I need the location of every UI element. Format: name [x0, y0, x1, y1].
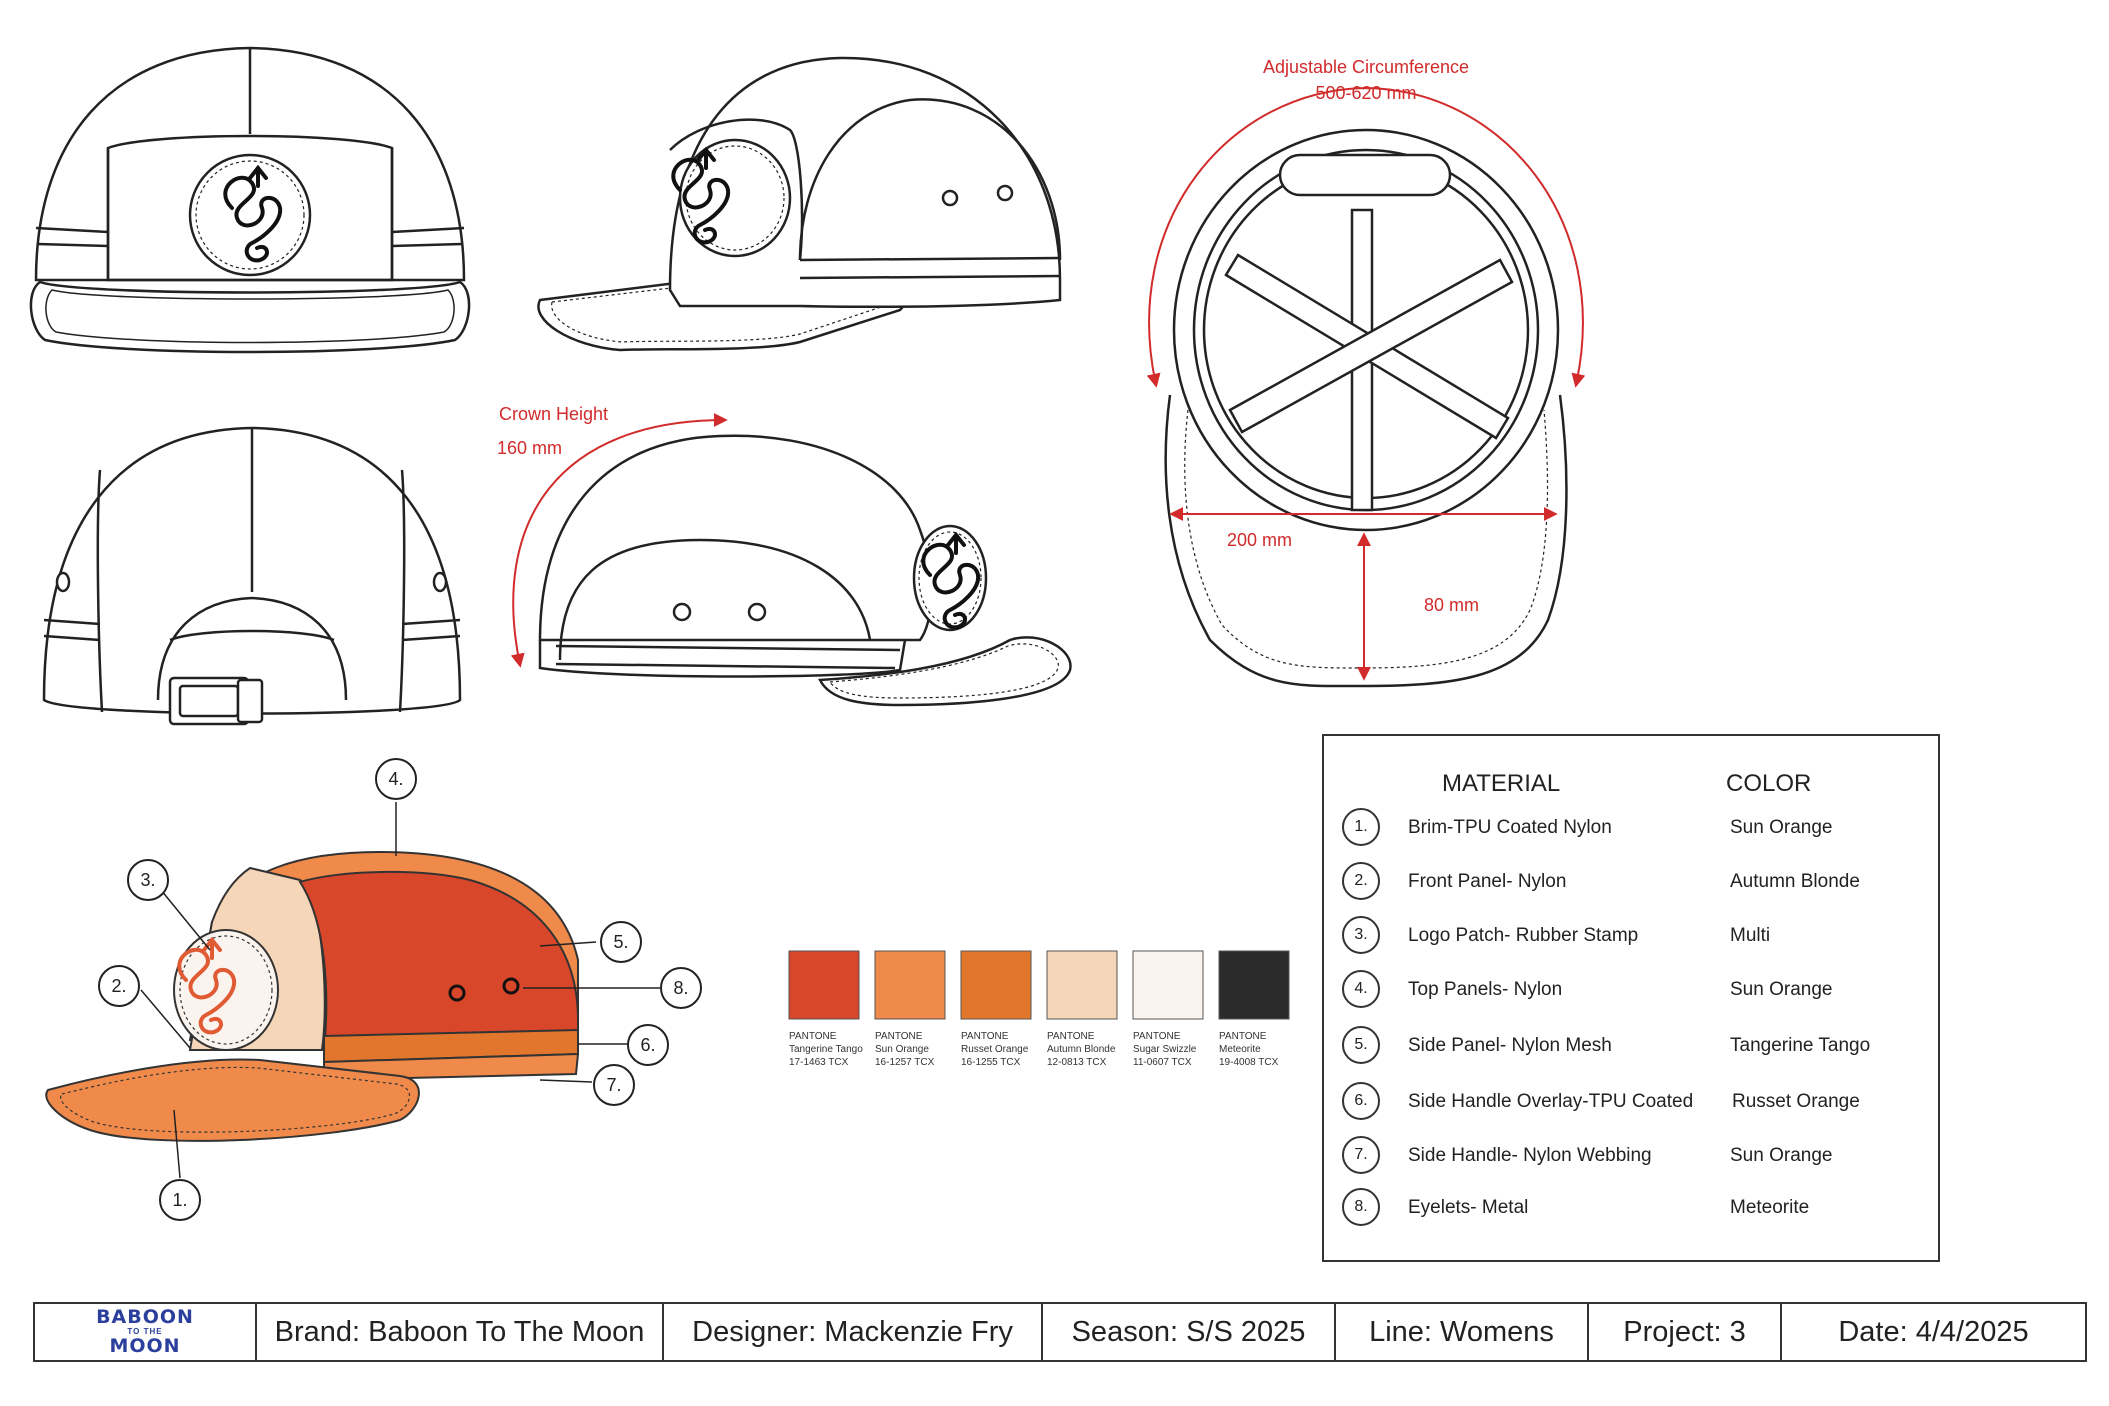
title-block: BABOON TO THE MOON Brand: Baboon To The … — [33, 1302, 2087, 1362]
swatch-color — [788, 950, 860, 1020]
callout-lines — [140, 802, 660, 1179]
material-header: MATERIAL — [1442, 770, 1561, 797]
circumference-value: 500-620 mm — [1315, 83, 1416, 103]
svg-text:3.: 3. — [140, 870, 155, 890]
front-view-cap — [29, 46, 471, 354]
swatch-code: 12-0813 TCX — [1047, 1057, 1107, 1068]
callout-8: 8. — [660, 967, 702, 1009]
crown-height-title: Crown Height — [499, 404, 608, 424]
brand-field: Brand: Baboon To The Moon — [255, 1304, 662, 1360]
swatch-code: 16-1255 TCX — [961, 1057, 1021, 1068]
width-value: 200 mm — [1227, 530, 1292, 550]
swatch-code: 16-1257 TCX — [875, 1057, 935, 1068]
date-field: Date: 4/4/2025 — [1780, 1304, 2085, 1360]
swatch-name: Sugar Swizzle — [1133, 1044, 1197, 1055]
swatch-tangerine-tango: PANTONE Tangerine Tango 17-1463 TCX — [788, 950, 863, 1068]
brand-logo: BABOON TO THE MOON — [96, 1306, 194, 1357]
callout-6: 6. — [627, 1024, 669, 1066]
back-view-cap — [42, 426, 462, 726]
svg-text:5.: 5. — [613, 932, 628, 952]
table-row: 3. Logo Patch- Rubber Stamp Multi — [1324, 916, 1938, 958]
swatch-color — [1132, 950, 1204, 1020]
swatch-brand: PANTONE — [1047, 1031, 1095, 1042]
swatch-russet-orange: PANTONE Russet Orange 16-1255 TCX — [960, 950, 1032, 1068]
tech-sheet-drawing: Adjustable Circumference 500-620 mm Crow… — [29, 46, 1586, 1221]
swatch-color — [1218, 950, 1290, 1020]
svg-text:8.: 8. — [673, 978, 688, 998]
swatch-code: 19-4008 TCX — [1219, 1057, 1279, 1068]
svg-text:4.: 4. — [388, 769, 403, 789]
swatch-brand: PANTONE — [1219, 1031, 1267, 1042]
crown-height-value: 160 mm — [497, 438, 562, 458]
swatch-brand: PANTONE — [875, 1031, 923, 1042]
swatch-name: Autumn Blonde — [1047, 1044, 1116, 1055]
swatch-code: 17-1463 TCX — [789, 1057, 849, 1068]
swatch-brand: PANTONE — [961, 1031, 1009, 1042]
swatch-code: 11-0607 TCX — [1133, 1057, 1192, 1068]
side-view-cap — [537, 56, 1062, 352]
svg-text:1.: 1. — [172, 1190, 187, 1210]
designer-field: Designer: Mackenzie Fry — [662, 1304, 1041, 1360]
table-row: 1. Brim-TPU Coated Nylon Sun Orange — [1324, 808, 1938, 850]
swatch-name: Sun Orange — [875, 1044, 929, 1055]
swatch-name: Meteorite — [1219, 1044, 1261, 1055]
swatch-color — [874, 950, 946, 1020]
swatch-autumn-blonde: PANTONE Autumn Blonde 12-0813 TCX — [1046, 950, 1118, 1068]
svg-text:7.: 7. — [606, 1075, 621, 1095]
depth-value: 80 mm — [1424, 595, 1479, 615]
circumference-title: Adjustable Circumference — [1263, 57, 1469, 77]
callout-1: 1. — [159, 1179, 201, 1221]
swatch-color — [960, 950, 1032, 1020]
swatch-meteorite: PANTONE Meteorite 19-4008 TCX — [1218, 950, 1290, 1068]
swatch-name: Tangerine Tango — [789, 1044, 863, 1055]
callout-7: 7. — [593, 1064, 635, 1106]
circumference-arrow — [1146, 86, 1586, 388]
swatch-sugar-swizzle: PANTONE Sugar Swizzle 11-0607 TCX — [1132, 950, 1204, 1068]
svg-text:6.: 6. — [640, 1035, 655, 1055]
table-row: 6. Side Handle Overlay-TPU Coated Russet… — [1324, 1082, 1938, 1124]
callout-4: 4. — [375, 758, 417, 800]
swatch-sun-orange: PANTONE Sun Orange 16-1257 TCX — [874, 950, 946, 1068]
callout-3: 3. — [127, 859, 169, 901]
table-row: 7. Side Handle- Nylon Webbing Sun Orange — [1324, 1136, 1938, 1178]
table-row: 8. Eyelets- Metal Meteorite — [1324, 1188, 1938, 1230]
material-color-table: MATERIAL COLOR 1. Brim-TPU Coated Nylon … — [1322, 734, 1940, 1262]
color-header: COLOR — [1726, 770, 1812, 797]
swatch-color — [1046, 950, 1118, 1020]
table-row: 4. Top Panels- Nylon Sun Orange — [1324, 970, 1938, 1012]
swatch-brand: PANTONE — [1133, 1031, 1181, 1042]
swatch-name: Russet Orange — [961, 1044, 1029, 1055]
table-row: 2. Front Panel- Nylon Autumn Blonde — [1324, 862, 1938, 904]
underside-view-cap — [1164, 128, 1568, 688]
callout-markers: 1. 2. 3. 4. 5. 6. 7. 8. — [98, 758, 702, 1221]
callout-2: 2. — [98, 965, 140, 1007]
line-field: Line: Womens — [1334, 1304, 1587, 1360]
svg-text:2.: 2. — [111, 976, 126, 996]
swatch-brand: PANTONE — [789, 1031, 837, 1042]
rear-side-view-cap — [538, 434, 1072, 707]
callout-5: 5. — [600, 921, 642, 963]
season-field: Season: S/S 2025 — [1041, 1304, 1334, 1360]
project-field: Project: 3 — [1587, 1304, 1780, 1360]
table-row: 5. Side Panel- Nylon Mesh Tangerine Tang… — [1324, 1026, 1938, 1068]
crown-height-arrow — [510, 413, 728, 668]
